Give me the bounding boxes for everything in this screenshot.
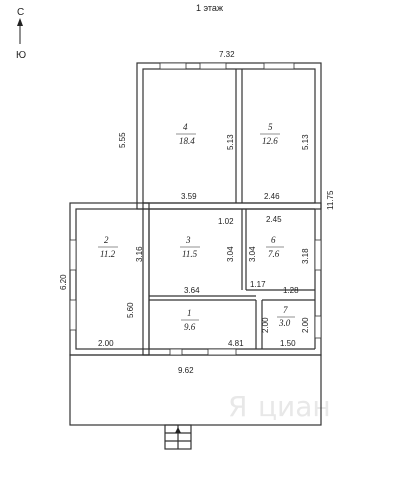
dim-room5-height: 5.13	[301, 134, 310, 150]
dim-room3-bottom: 3.64	[184, 286, 200, 295]
dim-room7-height-a: 2.00	[261, 317, 270, 333]
dim-corr-a: 1.17	[250, 280, 266, 289]
dim-room7-height-b: 2.00	[301, 317, 310, 333]
dim-room6-height: 3.18	[301, 248, 310, 264]
windows	[69, 62, 322, 356]
watermark-logo: Я	[228, 390, 247, 423]
dim-top-width: 7.32	[219, 50, 235, 59]
room-2-number: 2	[104, 235, 109, 245]
dim-right-total: 11.75	[326, 190, 335, 210]
room-6-number: 6	[271, 235, 276, 245]
room-3-number: 3	[185, 235, 191, 245]
north-arrow-icon	[17, 18, 23, 26]
dim-room2-bottom: 2.00	[98, 339, 114, 348]
compass: С Ю	[16, 7, 26, 61]
compass-south: Ю	[16, 50, 26, 61]
room-1-area: 9.6	[184, 322, 196, 332]
dim-room6-top: 2.45	[266, 215, 282, 224]
room-labels: 4 18.4 5 12.6 2 11.2 3 11.5 6 7.6 1 9.6 …	[100, 122, 291, 332]
dim-room4-height: 5.13	[226, 134, 235, 150]
room-5-area: 12.6	[262, 136, 278, 146]
floor-title: 1 этаж	[196, 3, 223, 13]
room-3-area: 11.5	[182, 249, 198, 259]
room-4-number: 4	[183, 122, 188, 132]
dim-corr-b: 1.28	[283, 286, 299, 295]
dim-room4-bottom: 3.59	[181, 192, 197, 201]
watermark: циан	[258, 390, 331, 423]
dim-hall-top: 1.02	[218, 217, 234, 226]
dim-room1-bottom: 4.81	[228, 339, 244, 348]
room-2-area: 11.2	[100, 249, 116, 259]
dim-room2-height-lower: 5.60	[126, 302, 135, 318]
dimension-labels: 7.32 5.55 11.75 5.13 5.13 3.59 2.46 1.02…	[59, 50, 335, 375]
room-6-area: 7.6	[268, 249, 280, 259]
dim-room3-height-b: 3.04	[248, 246, 257, 262]
dim-room2-height-upper: 3.16	[135, 246, 144, 262]
dim-left-lower: 6.20	[59, 274, 68, 290]
dim-room7-bottom: 1.50	[280, 339, 296, 348]
compass-north: С	[17, 7, 24, 18]
entrance-arrow-icon	[175, 427, 181, 433]
dim-room3-height-a: 3.04	[226, 246, 235, 262]
dim-left-upper: 5.55	[118, 132, 127, 148]
dim-room5-bottom: 2.46	[264, 192, 280, 201]
room-7-number: 7	[283, 305, 288, 315]
room-1-number: 1	[187, 308, 192, 318]
room-4-area: 18.4	[179, 136, 195, 146]
room-5-number: 5	[268, 122, 273, 132]
dim-bottom-width: 9.62	[178, 366, 194, 375]
room-7-area: 3.0	[278, 318, 291, 328]
